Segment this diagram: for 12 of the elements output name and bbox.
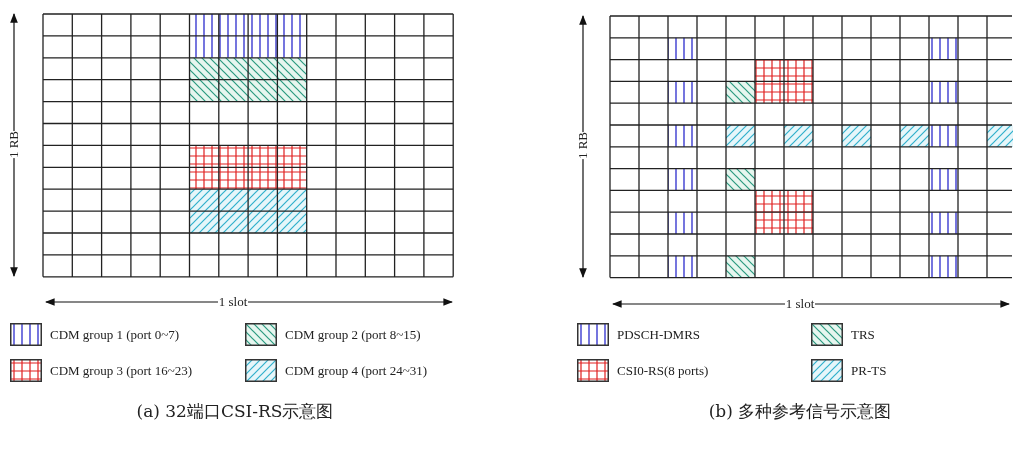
- figure-caption: (b) 多种参考信号示意图: [708, 399, 892, 423]
- legend-label: PDSCH-DMRS: [617, 327, 701, 343]
- legend-label: PR-TS: [851, 363, 887, 379]
- dimension-label: 1 slot: [784, 297, 816, 311]
- legend-label: CDM group 4 (port 24~31): [285, 363, 428, 379]
- legend-label: CDM group 2 (port 8~15): [285, 327, 421, 343]
- legend-label: CSI0-RS(8 ports): [617, 363, 709, 379]
- figure-caption: (a) 32端口CSI-RS示意图: [136, 399, 334, 423]
- legend-label: TRS: [851, 327, 875, 343]
- legend-label: CDM group 3 (port 16~23): [50, 363, 193, 379]
- dimension-label: 1 slot: [217, 295, 249, 309]
- legend-label: CDM group 1 (port 0~7): [50, 327, 180, 343]
